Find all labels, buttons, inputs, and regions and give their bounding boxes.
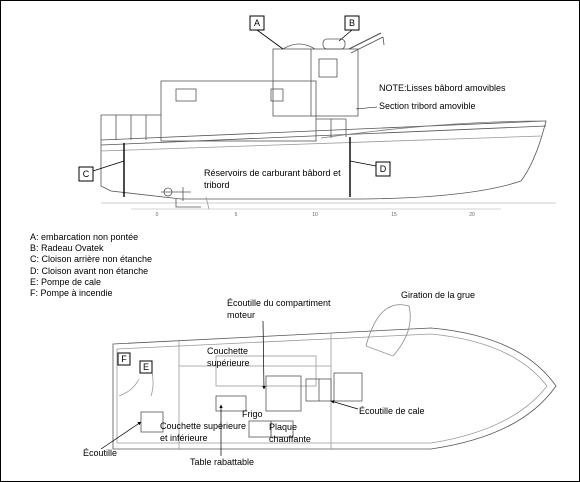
- wheelhouse: [272, 48, 359, 117]
- scale-tick: 5: [235, 212, 238, 218]
- label-table-rabattable: Table rabattable: [190, 457, 254, 467]
- note-reservoirs-2: tribord: [204, 180, 230, 190]
- side-view: [100, 32, 556, 210]
- engine-hatch: [265, 375, 302, 412]
- scale-tick: 0: [156, 212, 159, 218]
- legend-item: D: Cloison avant non étanche: [30, 265, 149, 276]
- legend: A: embarcation non pontée B: Radeau Ovat…: [30, 232, 152, 299]
- marker-f: F: [121, 354, 127, 364]
- note-reservoirs-1: Réservoirs de carburant bâbord et: [204, 168, 341, 178]
- hull-plan: [112, 327, 557, 450]
- hull-side: [100, 120, 547, 200]
- label-giration-grue: Giration de la grue: [401, 290, 475, 300]
- radeau-shape: [322, 38, 346, 50]
- marker-c-box: [78, 166, 94, 182]
- label-ecoutille-moteur-2: moteur: [227, 310, 255, 320]
- note-lisses: NOTE:Lisses bâbord amovibles: [379, 83, 506, 93]
- marker-f-box: [117, 352, 131, 366]
- scale-tick: 20: [469, 212, 475, 218]
- label-couchette-inf-1: Couchette supérieure: [160, 421, 246, 431]
- crane-arc: [365, 304, 411, 357]
- label-couchette-inf-2: et inférieure: [160, 433, 208, 443]
- note-section-tribord: Section tribord amovible: [379, 101, 476, 111]
- marker-e-box: [139, 360, 153, 374]
- marker-d: D: [380, 164, 387, 174]
- scale-tick: 15: [391, 212, 397, 218]
- legend-item: A: embarcation non pontée: [30, 232, 139, 242]
- marker-e: E: [143, 362, 149, 372]
- cabin: [160, 80, 317, 142]
- scale-tick: 10: [312, 212, 318, 218]
- scale: 0 5 10 15 20: [156, 212, 475, 218]
- legend-item: E: Pompe de cale: [30, 276, 102, 287]
- plan-view: [112, 304, 557, 450]
- legend-item: B: Radeau Ovatek: [30, 243, 104, 254]
- legend-item: C: Cloison arrière non étanche: [30, 254, 153, 265]
- marker-a: A: [254, 18, 260, 28]
- label-plaque-2: chauffante: [269, 434, 311, 444]
- marker-b: B: [349, 18, 355, 28]
- label-plaque-1: Plaque: [269, 422, 297, 432]
- marker-c: C: [83, 169, 90, 179]
- label-couchette-sup-1: Couchette: [207, 346, 248, 356]
- label-ecoutille: Écoutille: [83, 448, 117, 458]
- label-ecoutille-cale: Écoutille de cale: [359, 406, 425, 416]
- legend-item: F: Pompe à incendie: [30, 288, 113, 299]
- label-frigo: Frigo: [242, 409, 263, 419]
- cargo-hatch: [333, 372, 363, 402]
- label-ecoutille-moteur-1: Écoutille du compartiment: [227, 298, 331, 308]
- marker-d-box: [375, 161, 391, 177]
- side-markers: A B C D: [78, 15, 391, 182]
- label-couchette-sup-2: supérieure: [207, 358, 250, 368]
